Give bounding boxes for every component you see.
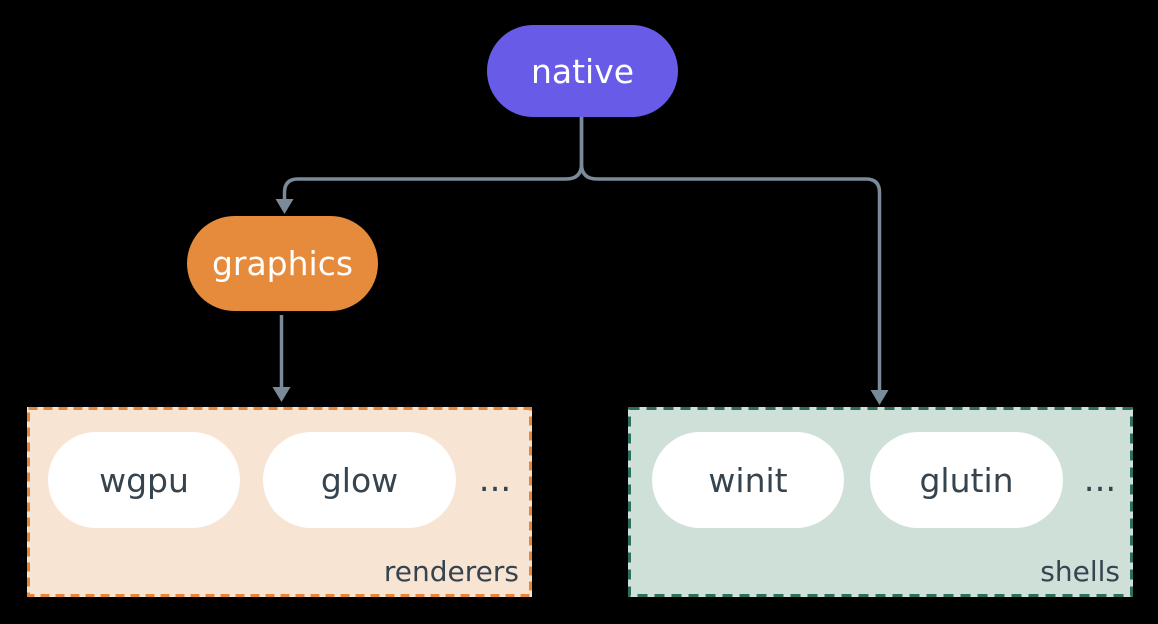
node-graphics: graphics	[187, 216, 378, 311]
node-native-label: native	[530, 51, 635, 91]
shells-ellipsis: ...	[1083, 460, 1117, 500]
group-renderers: wgpu glow ... renderers	[27, 407, 532, 597]
renderers-ellipsis: ...	[478, 460, 512, 500]
node-native: native	[487, 25, 678, 117]
node-winit: winit	[652, 432, 844, 528]
group-shells: winit glutin ... shells	[628, 407, 1133, 597]
edge-native-to-graphics	[282, 117, 584, 200]
renderers-group-label: renderers	[383, 555, 519, 588]
node-wgpu: wgpu	[48, 432, 240, 528]
arrowhead-renderers	[272, 387, 291, 402]
node-glow-label: glow	[320, 460, 399, 500]
node-winit-label: winit	[708, 460, 788, 500]
shells-group-label: shells	[1040, 555, 1120, 588]
arrowhead-graphics	[275, 199, 294, 214]
node-glow: glow	[263, 432, 456, 528]
node-wgpu-label: wgpu	[99, 460, 189, 500]
node-graphics-label: graphics	[211, 244, 354, 283]
arrowhead-shells	[870, 390, 889, 405]
node-glutin-label: glutin	[919, 460, 1014, 500]
edge-native-to-shells	[579, 117, 882, 391]
node-glutin: glutin	[870, 432, 1063, 528]
